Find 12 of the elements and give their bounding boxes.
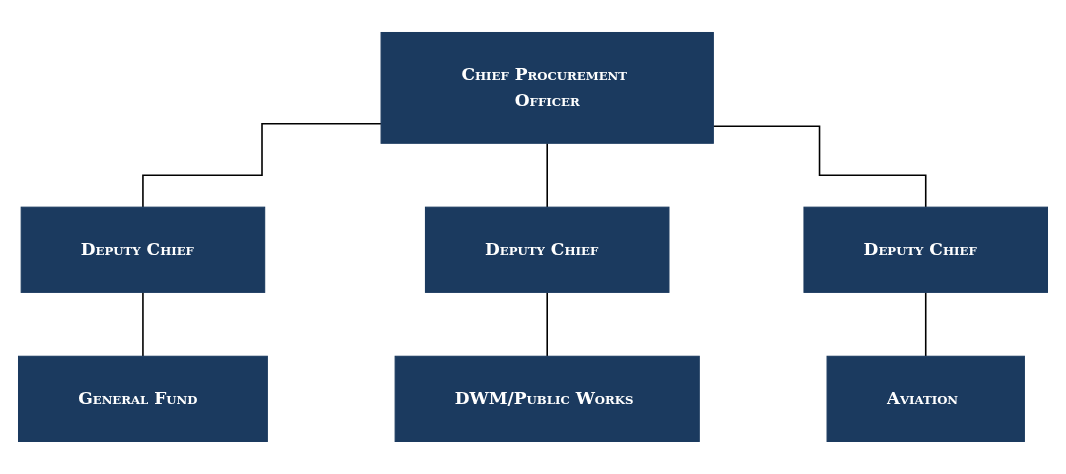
node-box: DWM/Public Works	[394, 355, 700, 442]
node-box: Deputy Chief	[20, 206, 266, 293]
node-box: Chief Procurement Officer	[380, 32, 714, 144]
connector	[142, 291, 144, 358]
connector	[546, 142, 548, 208]
node-box: Aviation	[826, 355, 1025, 442]
node-box: Deputy Chief	[424, 206, 670, 293]
connector	[546, 291, 548, 358]
node-box: Deputy Chief	[803, 206, 1048, 293]
connector	[924, 291, 927, 358]
node-box: General Fund	[18, 355, 268, 442]
connector	[142, 123, 382, 208]
